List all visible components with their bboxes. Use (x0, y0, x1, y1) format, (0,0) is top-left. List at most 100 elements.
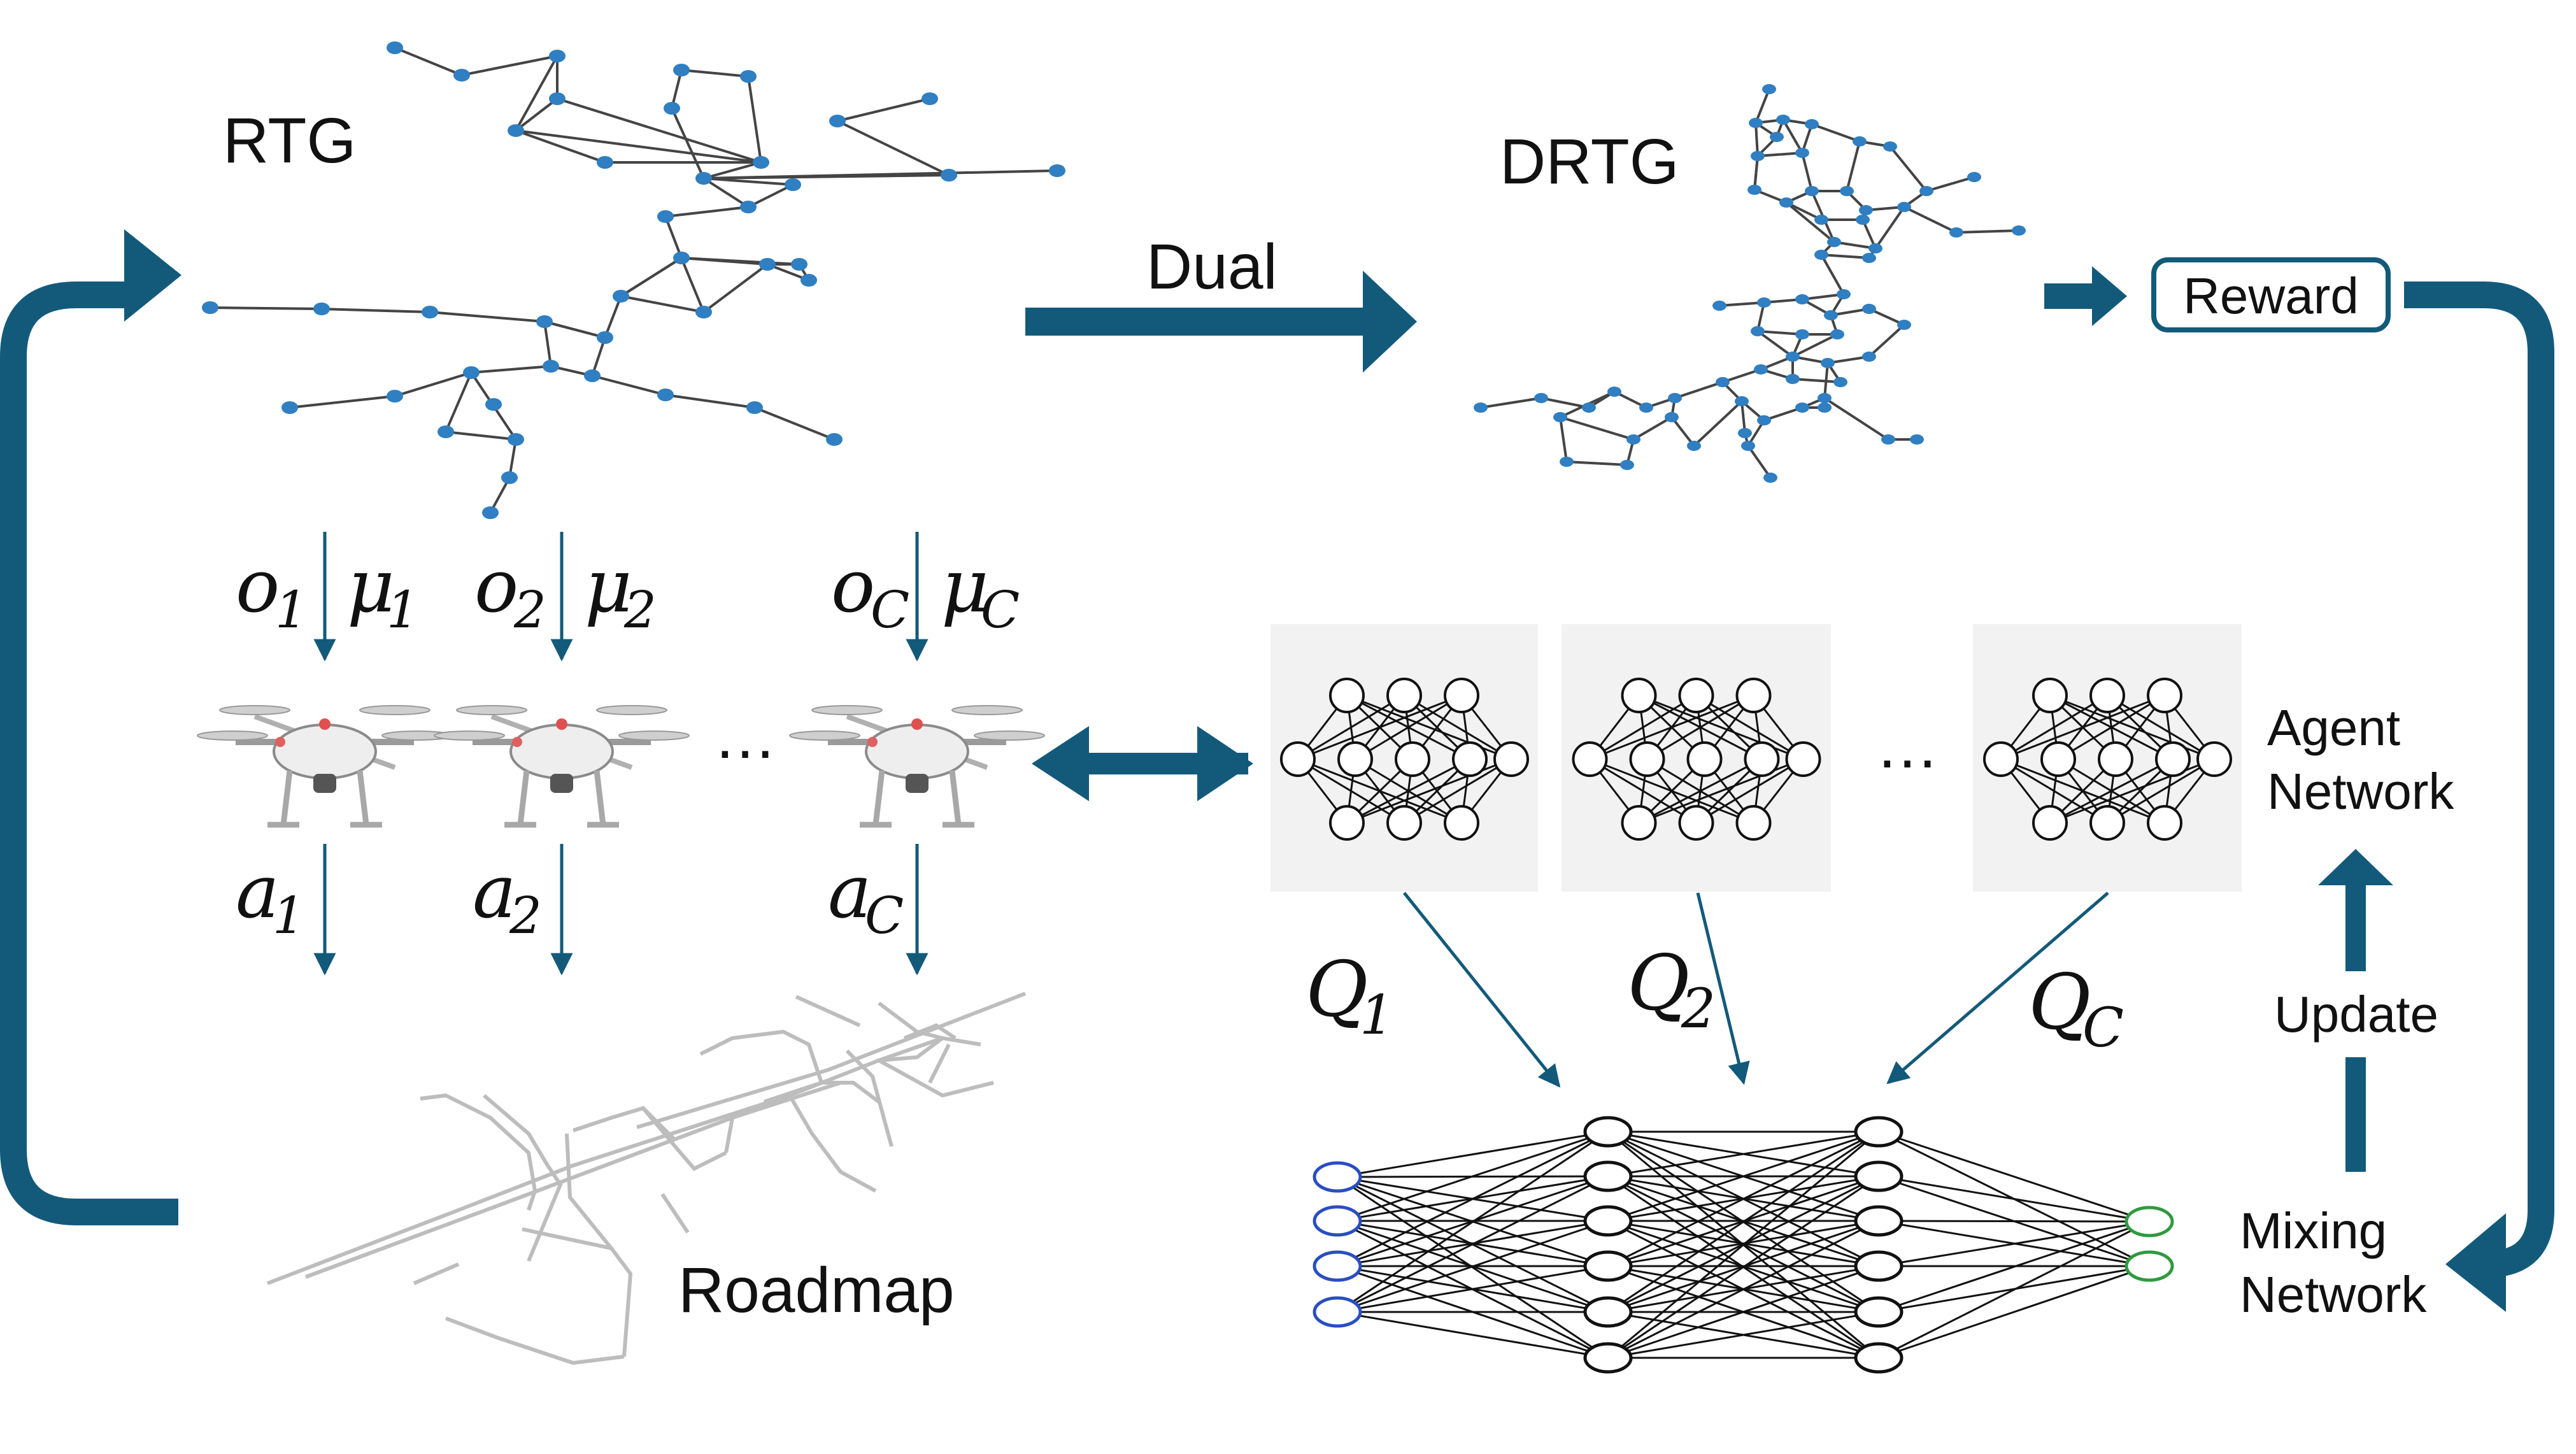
rtg-node (597, 331, 613, 344)
agent-neuron (1735, 805, 1772, 841)
rtg-edge (703, 177, 793, 186)
rtg-node (740, 201, 757, 213)
rtg-node (791, 258, 808, 271)
agents-ellipsis: … (1875, 710, 1939, 781)
agent-neuron (1629, 741, 1665, 777)
drtg-edge (1740, 401, 1746, 434)
agent-neuron (2089, 805, 2125, 841)
mixing-network-label-line2: Network (2240, 1266, 2427, 1323)
agent-neuron (2147, 805, 2182, 841)
drtg-node (1830, 329, 1844, 339)
reward-label: Reward (2183, 267, 2359, 324)
q-value-label: Q (1627, 939, 1690, 1028)
drtg-edge (1763, 406, 1803, 422)
mixing-hidden-neuron (1854, 1342, 1904, 1374)
drtg-node (1824, 310, 1838, 320)
mixing-input-neuron (1313, 1161, 1362, 1193)
mu-label: μ (941, 544, 989, 629)
rtg-edge (515, 129, 762, 164)
rtg-edge (680, 257, 705, 313)
rtg-node (313, 303, 330, 315)
agent-neuron (2089, 678, 2125, 713)
drtg-node (1856, 215, 1870, 225)
mixing-hidden-neuron (1583, 1160, 1633, 1192)
rtg-node (673, 252, 690, 264)
drtg-node (1862, 352, 1876, 362)
agent-neuron (1386, 805, 1422, 841)
rtg-edge (515, 97, 559, 132)
rtg-edge (604, 296, 622, 338)
agent-neuron (2098, 741, 2133, 777)
drtg-node (1805, 119, 1819, 129)
rtg-edge (681, 69, 749, 78)
agent-neuron (2147, 678, 2182, 713)
dual-arrow (1025, 271, 1417, 373)
mixing-edge (1337, 1130, 1609, 1313)
drtg-node (1534, 393, 1548, 403)
rtg-node (485, 398, 502, 411)
drtg-edge (1792, 333, 1838, 358)
rtg-edge (289, 395, 395, 409)
agent-neuron (1686, 741, 1723, 777)
drtg-node (1795, 403, 1809, 413)
roadmap-to-rtg-loop-arrow (0, 229, 181, 1225)
drtg-node (1762, 84, 1776, 94)
mixing-edge (1607, 1130, 1879, 1267)
mixing-edge (1607, 1130, 1879, 1359)
mixing-edge (1878, 1220, 2150, 1313)
drtg-edge (1801, 152, 1813, 192)
mixing-edge (1607, 1265, 1879, 1359)
drtg-edge (1674, 381, 1723, 399)
mixing-hidden-neuron (1854, 1116, 1904, 1148)
mixing-edge (1337, 1130, 1609, 1222)
rtg-graph (202, 41, 1065, 519)
rtg-edge (508, 439, 517, 478)
rtg-edge (429, 311, 545, 323)
rtg-edge (671, 69, 683, 109)
observation-subscript: C (871, 580, 909, 639)
rtg-edge (702, 177, 750, 208)
agent-neuron (1329, 678, 1365, 713)
mu-label: μ (585, 544, 632, 629)
drtg-edge (1559, 417, 1568, 462)
drtg-node (1881, 434, 1895, 445)
drtg-node (1749, 118, 1763, 128)
rtg-node (922, 92, 938, 105)
action-subscript: 2 (509, 886, 542, 945)
mixing-output-neuron (2124, 1250, 2174, 1282)
action-label: a (473, 850, 516, 935)
mixing-edge (1337, 1175, 1609, 1313)
rtg-node (826, 433, 843, 446)
drtg-node (1786, 352, 1800, 362)
agent-network-label-line2: Network (2267, 763, 2454, 820)
rtg-node (1049, 164, 1065, 177)
observation-label: o (831, 544, 875, 629)
rtg-node (202, 301, 218, 314)
rtg-node (536, 315, 553, 328)
drtg-node (1814, 250, 1828, 260)
drtg-node (1738, 428, 1752, 438)
mixing-edge (1337, 1220, 1609, 1313)
mixing-hidden-neuron (1854, 1250, 1904, 1282)
agent-neuron (1280, 741, 1316, 777)
mixing-hidden-neuron (1583, 1205, 1633, 1237)
rtg-edge (665, 206, 749, 218)
agent-neuron (1621, 805, 1657, 841)
rtg-edge (445, 431, 516, 441)
drtg-edge (1833, 241, 1876, 250)
mixing-edge (1607, 1130, 1879, 1313)
drtg-edge (1753, 155, 1759, 190)
mixing-edge (1337, 1265, 1609, 1313)
drtg-node (1853, 136, 1867, 146)
agent-network-panel (1562, 624, 1831, 892)
drtg-edge (1719, 301, 1765, 307)
roadmap-label: Roadmap (678, 1255, 955, 1326)
drtg-node (1687, 441, 1701, 451)
rtg-label: RTG (223, 105, 356, 176)
drtg-node (1553, 412, 1567, 422)
drtg-node (1949, 227, 1963, 238)
drtg-node (1735, 396, 1749, 406)
observation-label: o (236, 544, 280, 629)
drtg-edge (1926, 176, 1975, 192)
